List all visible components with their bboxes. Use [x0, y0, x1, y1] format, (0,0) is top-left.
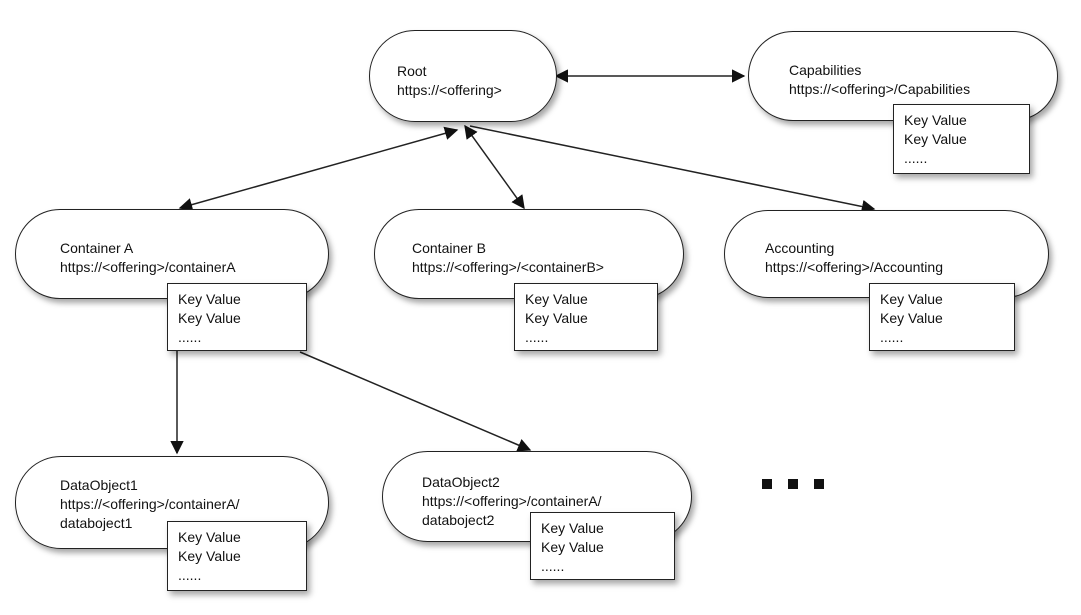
capabilities-title: Capabilities [789, 62, 862, 78]
metadata-ellipsis: ...... [541, 558, 565, 574]
more-items-ellipsis [762, 479, 824, 489]
dataobject2-url-continued: databoject2 [422, 512, 495, 528]
metadata-line: Key Value [178, 310, 241, 326]
root-title: Root [397, 63, 427, 79]
metadata-ellipsis: ...... [525, 329, 549, 345]
edge-root-container-a [178, 126, 459, 212]
container-a-title: Container A [60, 240, 134, 256]
dataobject1-url: https://<offering>/containerA/ [60, 496, 240, 512]
root-url: https://<offering> [397, 82, 502, 98]
dataobject2-metadata-box: Key Value Key Value ...... [530, 512, 675, 580]
container-b-title: Container B [412, 240, 486, 256]
container-b-metadata-box: Key Value Key Value ...... [514, 283, 658, 351]
accounting-title: Accounting [765, 240, 835, 256]
container-a-metadata-box: Key Value Key Value ...... [167, 283, 307, 351]
metadata-ellipsis: ...... [880, 329, 904, 345]
accounting-metadata-box: Key Value Key Value ...... [869, 283, 1015, 351]
metadata-line: Key Value [904, 112, 967, 128]
metadata-line: Key Value [541, 520, 604, 536]
edge-root-container-b [464, 124, 525, 210]
accounting-url: https://<offering>/Accounting [765, 259, 943, 275]
container-b-url: https://<offering>/<containerB> [412, 259, 604, 275]
metadata-line: Key Value [880, 310, 943, 326]
dataobject1-title: DataObject1 [60, 477, 138, 493]
metadata-line: Key Value [178, 529, 241, 545]
metadata-ellipsis: ...... [904, 150, 928, 166]
dataobject1-metadata-box: Key Value Key Value ...... [167, 521, 307, 591]
dataobject2-url: https://<offering>/containerA/ [422, 493, 602, 509]
edge-container-a-dataobject2 [299, 351, 532, 452]
capabilities-metadata-box: Key Value Key Value ...... [893, 104, 1030, 174]
container-a-url: https://<offering>/containerA [60, 259, 236, 275]
dataobject2-title: DataObject2 [422, 474, 500, 490]
metadata-line: Key Value [525, 291, 588, 307]
metadata-ellipsis: ...... [178, 329, 202, 345]
metadata-line: Key Value [525, 310, 588, 326]
metadata-line: Key Value [880, 291, 943, 307]
metadata-ellipsis: ...... [178, 567, 202, 583]
metadata-line: Key Value [178, 291, 241, 307]
metadata-line: Key Value [904, 131, 967, 147]
metadata-line: Key Value [541, 539, 604, 555]
capabilities-url: https://<offering>/Capabilities [789, 81, 971, 97]
edge-root-accounting [469, 125, 876, 214]
metadata-line: Key Value [178, 548, 241, 564]
ellipsis-dot [814, 479, 824, 489]
ellipsis-dot [788, 479, 798, 489]
root-node: Root https://<offering> [369, 30, 557, 122]
ellipsis-dot [762, 479, 772, 489]
dataobject1-url-continued: databoject1 [60, 515, 133, 531]
